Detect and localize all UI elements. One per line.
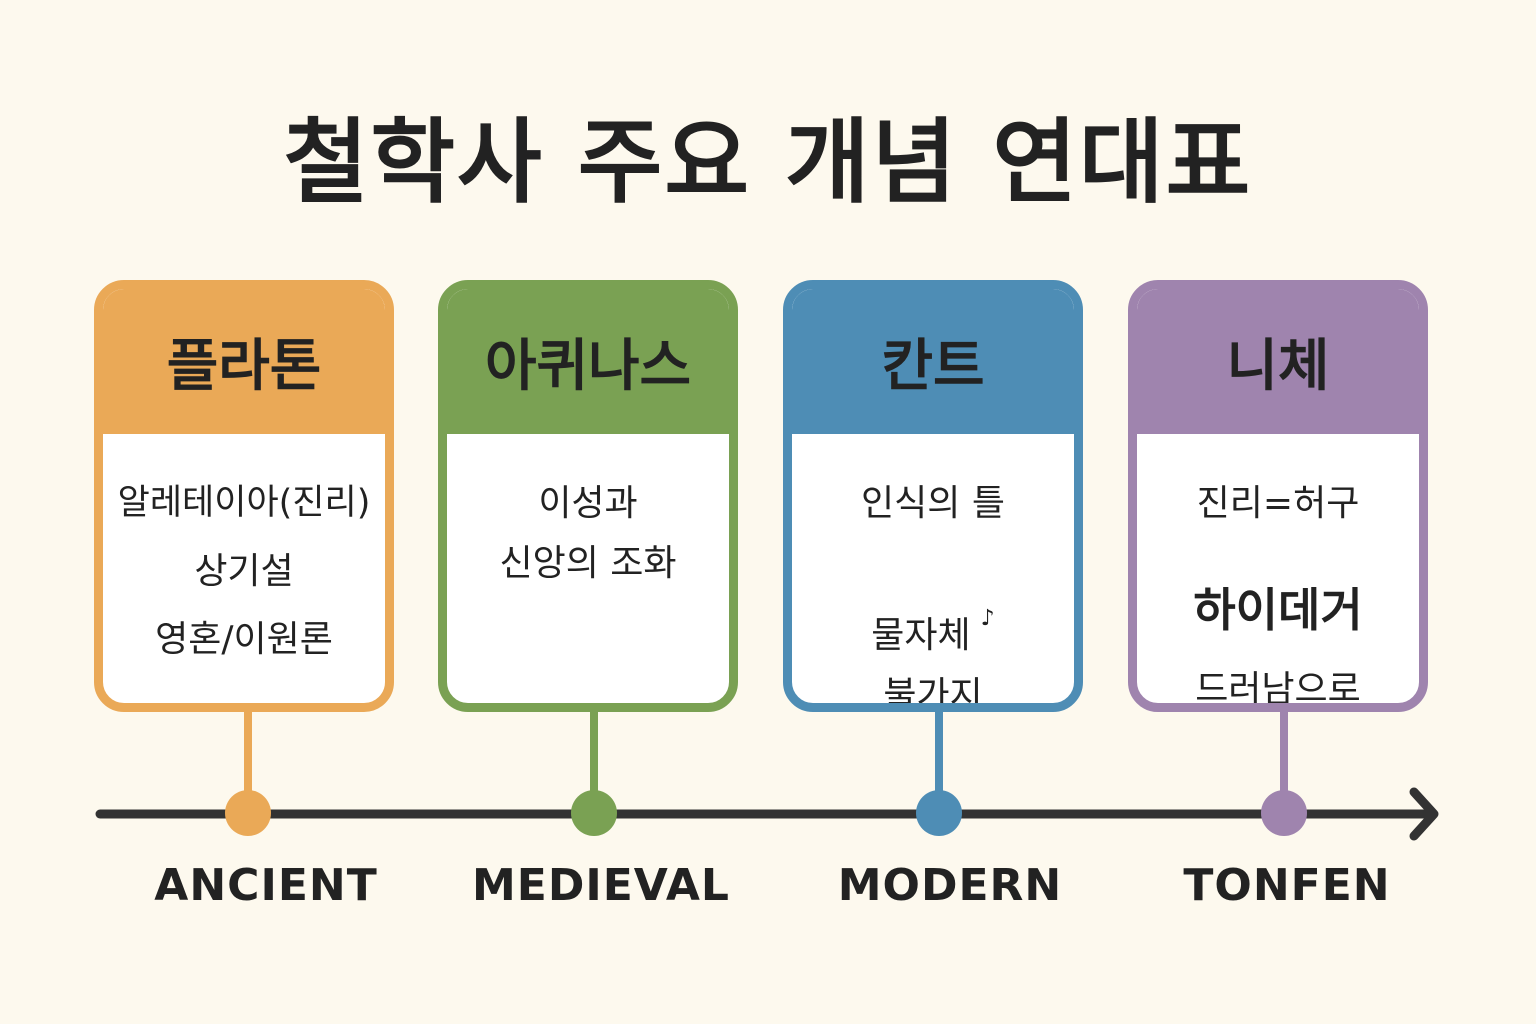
concept-text: 알레테이아(진리)	[117, 483, 371, 523]
card-header: 칸트	[792, 289, 1074, 434]
concept-text: 상기설	[194, 551, 294, 592]
era-label-medieval: MEDIEVAL	[472, 860, 730, 911]
card-header: 플라톤	[103, 289, 385, 434]
philosopher-card-kant: 칸트 인식의 틀 물자체 ♪ 불가지	[783, 280, 1083, 712]
music-note-icon: ♪	[980, 606, 995, 631]
concept-text: 드러남으로	[1195, 669, 1361, 710]
philosopher-name: 니체	[1226, 334, 1330, 399]
timeline-dot-contemporary	[1261, 790, 1307, 836]
concept-text: 불가지	[883, 675, 983, 712]
timeline-dot-modern	[916, 790, 962, 836]
philosopher-name: 플라톤	[166, 334, 322, 399]
era-label-modern: MODERN	[837, 860, 1063, 911]
concept-text: 진리=허구	[1196, 483, 1360, 524]
card-body: 알레테이아(진리) 상기설 영혼/이원론	[103, 434, 385, 703]
timeline-dot-medieval	[571, 790, 617, 836]
timeline-dot-ancient	[225, 790, 271, 836]
concept-text: 물자체	[871, 615, 971, 656]
concept-text: 이성과	[538, 483, 638, 524]
page-title: 철학사 주요 개념 연대표	[283, 109, 1253, 216]
philosopher-name: 칸트	[881, 334, 985, 399]
era-label-ancient: ANCIENT	[154, 860, 378, 911]
card-body: 인식의 틀 물자체♪ 불가지	[792, 434, 1074, 703]
concept-text: 하이데거	[1193, 583, 1363, 637]
card-body: 진리=허구 하이데거 드러남으로	[1137, 434, 1419, 703]
concept-text: 영혼/이원론	[155, 619, 333, 660]
philosopher-card-nietzsche: 니체 진리=허구 하이데거 드러남으로	[1128, 280, 1428, 712]
philosopher-card-aquinas: 아퀴나스 이성과 신앙의 조화	[438, 280, 738, 712]
philosopher-name: 아퀴나스	[484, 334, 692, 399]
concept-text: 인식의 틀	[861, 483, 1005, 524]
era-label-contemporary: TONFEN	[1183, 860, 1391, 911]
philosopher-card-plato: 플라톤 알레테이아(진리) 상기설 영혼/이원론	[94, 280, 394, 712]
timeline-arrow-icon	[1409, 787, 1439, 841]
concept-line-with-icon: 물자체 ♪	[792, 606, 1074, 658]
card-header: 니체	[1137, 289, 1419, 434]
card-header: 아퀴나스	[447, 289, 729, 434]
card-body: 이성과 신앙의 조화	[447, 434, 729, 703]
concept-text: 신앙의 조화	[499, 543, 677, 584]
